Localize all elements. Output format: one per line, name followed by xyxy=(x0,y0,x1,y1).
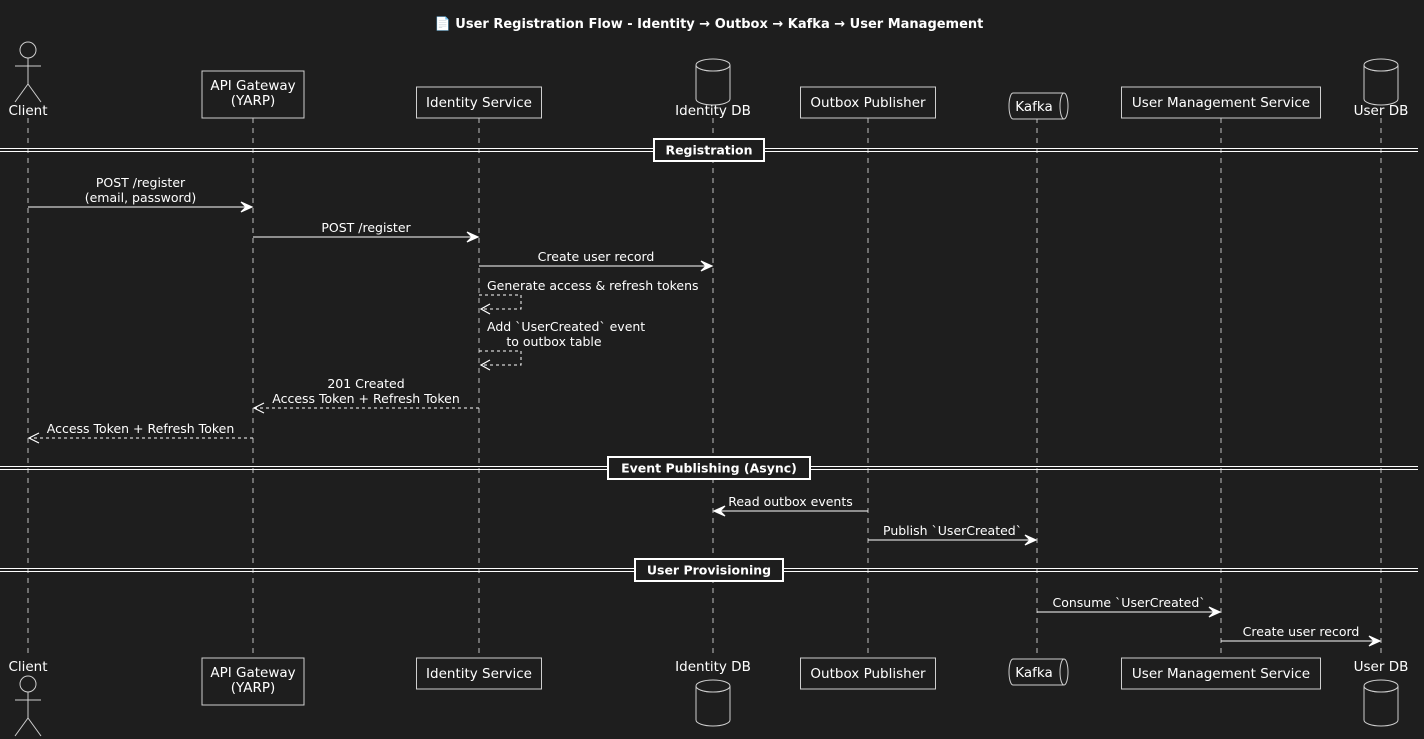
participant-client-bottom: Client xyxy=(8,659,48,737)
participant-label: (YARP) xyxy=(231,93,276,109)
participant-kafka-bottom: Kafka xyxy=(1008,658,1069,686)
participant-kafka-top: Kafka xyxy=(1008,92,1069,120)
participant-identitydb-bottom: Identity DB xyxy=(675,659,751,727)
participant-usermgmt-top: User Management Service xyxy=(1121,86,1321,119)
message-outbox-to-kafka: Publish `UserCreated` xyxy=(868,523,1038,546)
message-label: Access Token + Refresh Token xyxy=(47,421,235,436)
section-divider: Event Publishing (Async) xyxy=(0,456,1418,480)
participant-label: (YARP) xyxy=(231,680,276,696)
message-label: to outbox table xyxy=(506,334,602,349)
message-identity-to-identity: Generate access & refresh tokens xyxy=(479,278,699,315)
message-label: Create user record xyxy=(538,249,655,264)
participant-label: API Gateway xyxy=(210,665,295,681)
participant-userdb-bottom: User DB xyxy=(1354,659,1409,727)
participant-gateway-bottom: API Gateway(YARP) xyxy=(201,657,305,706)
section-label: User Provisioning xyxy=(647,563,771,578)
message-label: 201 Created xyxy=(327,376,404,391)
participant-identity-bottom: Identity Service xyxy=(416,657,542,690)
participant-label: Kafka xyxy=(1015,99,1053,115)
message-client-to-gateway: POST /register(email, password) xyxy=(28,175,254,213)
message-identity-to-identitydb: Create user record xyxy=(479,249,714,272)
participant-usermgmt-bottom: User Management Service xyxy=(1121,657,1321,690)
message-label: (email, password) xyxy=(85,190,197,205)
participant-label: User Management Service xyxy=(1132,666,1310,682)
participant-outbox-top: Outbox Publisher xyxy=(800,86,936,119)
participant-label: Identity Service xyxy=(426,666,532,682)
participant-label: Outbox Publisher xyxy=(810,95,926,111)
message-label: Consume `UserCreated` xyxy=(1052,595,1205,610)
message-gateway-to-client: Access Token + Refresh Token xyxy=(27,421,253,444)
participant-label: Client xyxy=(8,103,47,119)
messages: POST /register(email, password)POST /reg… xyxy=(27,175,1382,647)
participant-label: Outbox Publisher xyxy=(810,666,926,682)
message-label: POST /register xyxy=(96,175,186,190)
participant-label: User DB xyxy=(1354,659,1409,675)
participant-client-top: Client xyxy=(8,41,48,119)
diagram-title: 📄 User Registration Flow - Identity → Ou… xyxy=(435,16,984,32)
message-gateway-to-identity: POST /register xyxy=(253,220,480,243)
participant-identity-top: Identity Service xyxy=(416,86,542,119)
participant-gateway-top: API Gateway(YARP) xyxy=(201,70,305,119)
participant-label: Identity DB xyxy=(675,103,751,119)
participant-label: Client xyxy=(8,659,47,675)
message-usermgmt-to-userdb: Create user record xyxy=(1221,624,1382,647)
message-label: Publish `UserCreated` xyxy=(883,523,1022,538)
section-divider: Registration xyxy=(0,138,1418,162)
participant-outbox-bottom: Outbox Publisher xyxy=(800,657,936,690)
section-divider: User Provisioning xyxy=(0,558,1418,582)
message-label: Access Token + Refresh Token xyxy=(272,391,460,406)
message-label: Generate access & refresh tokens xyxy=(487,278,699,293)
message-label: POST /register xyxy=(321,220,411,235)
section-label: Registration xyxy=(665,143,752,158)
message-label: Create user record xyxy=(1243,624,1360,639)
participant-label: User DB xyxy=(1354,103,1409,119)
section-label: Event Publishing (Async) xyxy=(621,461,797,476)
participant-userdb-top: User DB xyxy=(1354,58,1409,119)
participant-identitydb-top: Identity DB xyxy=(675,58,751,119)
participant-label: User Management Service xyxy=(1132,95,1310,111)
participant-label: API Gateway xyxy=(210,78,295,94)
message-outbox-to-identitydb: Read outbox events xyxy=(712,494,868,517)
message-kafka-to-usermgmt: Consume `UserCreated` xyxy=(1037,595,1222,618)
participant-label: Identity Service xyxy=(426,95,532,111)
participant-label: Kafka xyxy=(1015,665,1053,681)
lifelines xyxy=(27,118,1382,658)
participant-label: Identity DB xyxy=(675,659,751,675)
message-label: Read outbox events xyxy=(728,494,853,509)
message-label: Add `UserCreated` event xyxy=(487,319,645,334)
